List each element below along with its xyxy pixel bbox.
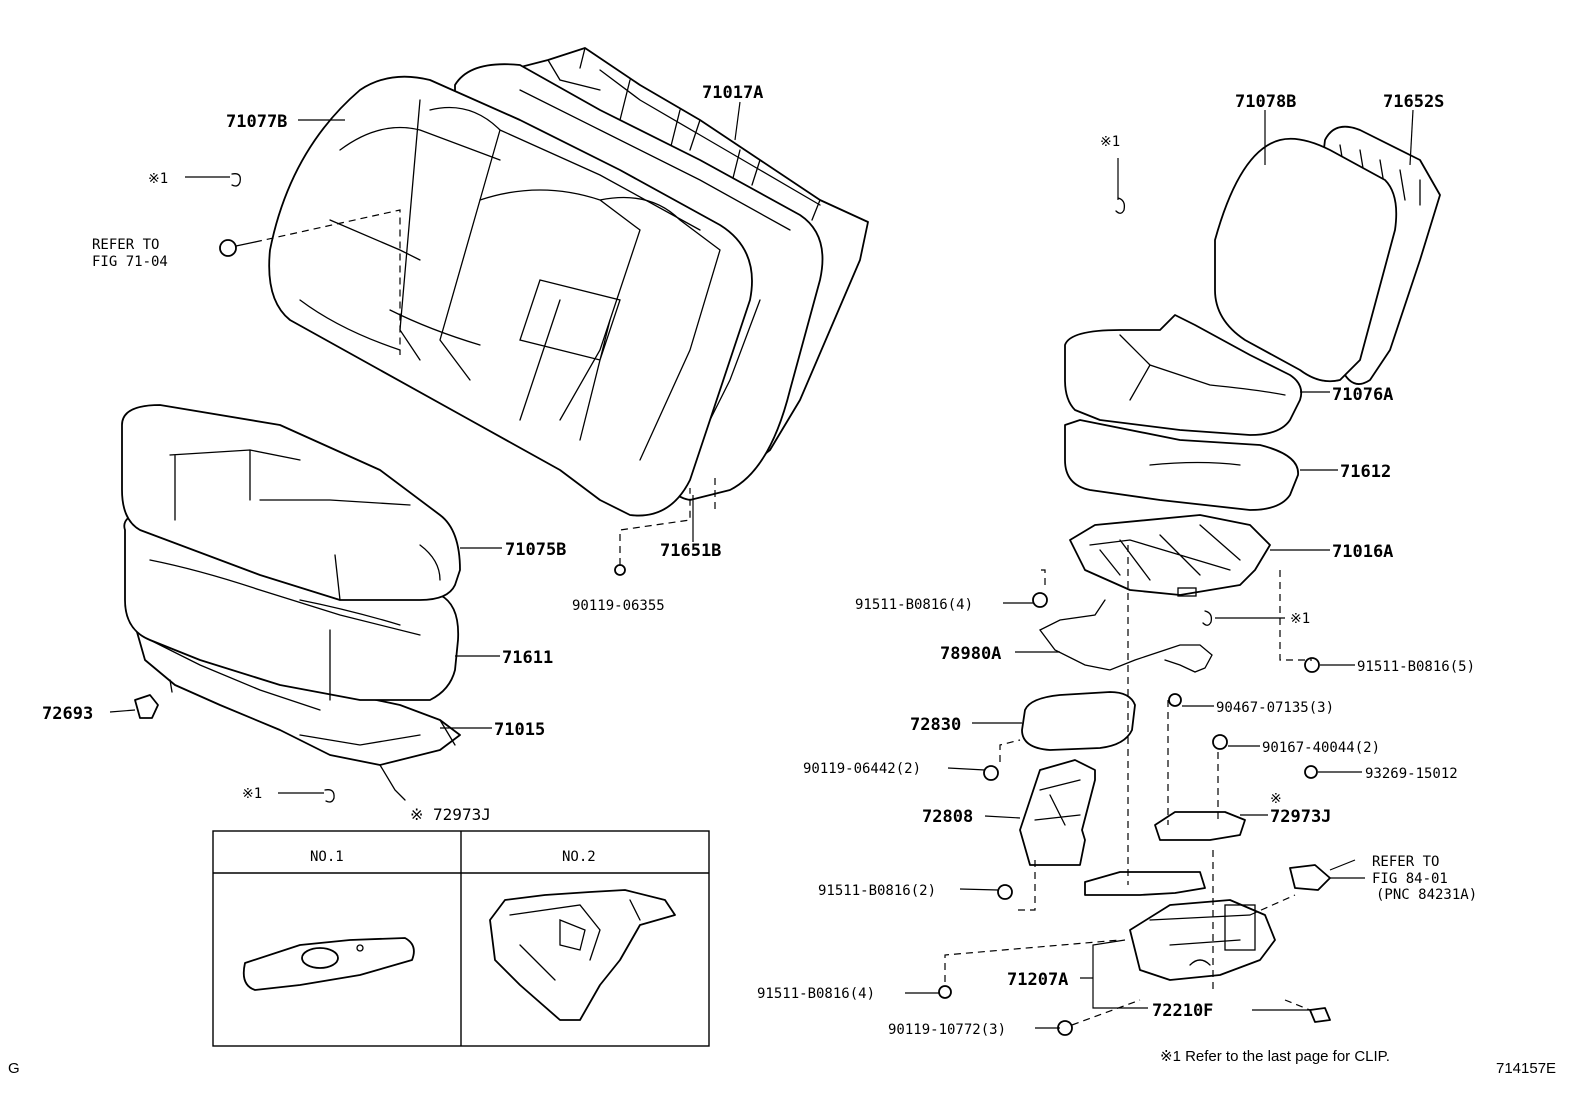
clip-footnote: ※1 Refer to the last page for CLIP.: [1160, 1048, 1390, 1065]
label-71611: 71611: [502, 648, 553, 668]
label-71651B: 71651B: [660, 541, 721, 561]
label-71015: 71015: [494, 720, 545, 740]
screw-72693: [134, 694, 159, 719]
label-90119-06442-2: 90119-06442(2): [803, 761, 921, 777]
clip-symbols: [231, 173, 1213, 803]
label-71075B: 71075B: [505, 540, 566, 560]
clip-mark-3: ※1: [1290, 611, 1310, 627]
assembly-lines: [254, 209, 1312, 1026]
wire-78980A: [1039, 599, 1213, 673]
front-seat-cushion-frame-71016A: [1069, 514, 1271, 597]
label-71612: 71612: [1340, 462, 1391, 482]
front-seat-cushion-pad-71612: [1064, 419, 1299, 511]
refer-fig84-line2: FIG 84-01: [1372, 871, 1448, 887]
bolt-refer-fig71: [219, 239, 256, 257]
label-72693: 72693: [42, 704, 93, 724]
label-72830: 72830: [910, 715, 961, 735]
label-91511-B0816-5: 91511-B0816(5): [1357, 659, 1475, 675]
clip-mark-1: ※1: [148, 171, 168, 187]
clip-mark-2: ※1: [1100, 134, 1120, 150]
armrest-72830: [1021, 691, 1136, 751]
label-91511-B0816-2: 91511-B0816(2): [818, 883, 936, 899]
refer-fig84-line1: REFER TO: [1372, 854, 1439, 870]
asterisk-72973J: ※: [1270, 791, 1282, 807]
label-71652S: 71652S: [1383, 92, 1444, 112]
inset-part-no2: [489, 889, 676, 1021]
inset-col-no1: NO.1: [310, 849, 344, 865]
clip-mark-4: ※1: [242, 786, 262, 802]
fasteners: [614, 564, 1331, 1036]
label-90467-07135-3: 90467-07135(3): [1216, 700, 1334, 716]
label-71017A: 71017A: [702, 83, 763, 103]
label-71207A: 71207A: [1007, 970, 1068, 990]
rear-seat-cushion-cover-71075B: [121, 404, 461, 601]
inset-72973J-variants: [212, 830, 710, 1047]
label-72973J: 72973J: [1270, 807, 1331, 827]
refer-fig71-line1: REFER TO: [92, 237, 159, 253]
label-72210F: 72210F: [1152, 1001, 1213, 1021]
label-90119-10772-3: 90119-10772(3): [888, 1022, 1006, 1038]
notes: ※1 ※1 ※1 ※1 REFER TO FIG 71-04 REFER TO …: [92, 134, 1477, 903]
label-91511-B0816-4-bottom: 91511-B0816(4): [757, 986, 875, 1002]
label-71077B: 71077B: [226, 112, 287, 132]
label-71078B: 71078B: [1235, 92, 1296, 112]
cover-72973J: [1154, 811, 1246, 841]
label-78980A: 78980A: [940, 644, 1001, 664]
label-71016A: 71016A: [1332, 542, 1393, 562]
label-71076A: 71076A: [1332, 385, 1393, 405]
front-seat-cushion-cover-71076A: [1064, 314, 1303, 436]
adjuster-71207A: [1084, 871, 1276, 981]
refer-fig84-line3: (PNC 84231A): [1376, 887, 1477, 903]
rear-seat-cushion-pad-71611: [123, 509, 460, 701]
inset-col-no2: NO.2: [562, 849, 596, 865]
label-90167-40044-2: 90167-40044(2): [1262, 740, 1380, 756]
rear-seat-back-cover-71077B: [268, 75, 753, 517]
refer-fig71-line2: FIG 71-04: [92, 254, 168, 270]
corner-letter: G: [8, 1060, 20, 1077]
part-labels: 71077B 71017A 71078B 71652S 71076A 71612…: [42, 83, 1475, 1038]
label-91511-B0816-4-top: 91511-B0816(4): [855, 597, 973, 613]
label-93269-15012: 93269-15012: [1365, 766, 1458, 782]
inset-title: ※ 72973J: [410, 805, 491, 824]
inset-part-no1: [242, 937, 415, 991]
label-72808: 72808: [922, 807, 973, 827]
bracket-72808: [1019, 759, 1096, 866]
label-90119-06355: 90119-06355: [572, 598, 665, 614]
front-seat-back-cover-71078B: [1214, 137, 1398, 383]
figure-id: 714157E: [1496, 1060, 1556, 1077]
leader-lines: [109, 101, 1414, 1029]
